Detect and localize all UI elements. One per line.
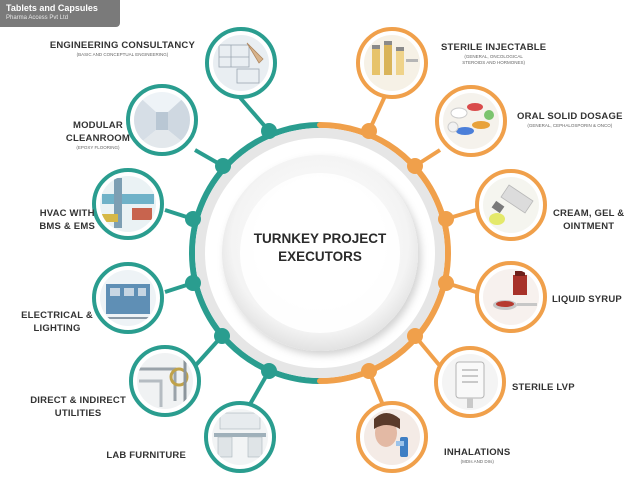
- inhaler-icon: [356, 401, 428, 473]
- label-modular-cleanroom: MODULAR CLEANROOM (EPOXY FLOORING): [66, 106, 130, 164]
- left-nodes: [185, 123, 277, 379]
- label-hvac: HVAC WITH BMS & EMS: [39, 194, 95, 233]
- label-sub: (BASIC AND CONCEPTUAL ENGINEERING): [76, 52, 169, 57]
- label-lab-furniture: LAB FURNITURE: [106, 449, 186, 462]
- label-oral-solid-dosage: ORAL SOLID DOSAGE (GENERAL, CEPHALOSPORI…: [517, 110, 623, 129]
- header-badge: Tablets and Capsules Pharma Access Pvt L…: [0, 0, 120, 27]
- label-electrical: ELECTRICAL & LIGHTING: [21, 296, 93, 335]
- label-text: MODULAR CLEANROOM: [65, 120, 130, 144]
- label-text: CREAM, GEL & OINTMENT: [553, 208, 625, 232]
- header-subtitle: Pharma Access Pvt Ltd: [6, 15, 69, 21]
- iv-bag-icon: [434, 346, 506, 418]
- electrical-panel-icon: [92, 262, 164, 334]
- center-title-line1: TURNKEY PROJECT: [253, 231, 387, 246]
- label-text: ELECTRICAL & LIGHTING: [21, 310, 93, 334]
- syrup-spoon-icon: [475, 261, 547, 333]
- tablets-capsules-icon: [435, 85, 507, 157]
- teal-arc: [189, 122, 323, 384]
- label-sub: (EPOXY FLOORING): [76, 145, 120, 150]
- label-inhalations: INHALATIONS (MDIs AND DIIs): [444, 446, 510, 465]
- label-text: LAB FURNITURE: [106, 450, 186, 461]
- label-text: STERILE INJECTABLE: [441, 42, 547, 53]
- label-utilities: DIRECT & INDIRECT UTILITIES: [30, 381, 126, 420]
- ointment-tube-icon: [475, 169, 547, 241]
- injectable-vials-icon: [356, 27, 428, 99]
- blueprint-drawing-icon: [205, 27, 277, 99]
- label-text: STERILE LVP: [512, 382, 575, 393]
- right-nodes: [361, 123, 454, 379]
- hvac-duct-icon: [92, 168, 164, 240]
- label-sterile-lvp: STERILE LVP: [512, 381, 575, 394]
- lab-furniture-icon: [204, 401, 276, 473]
- label-text: INHALATIONS: [444, 447, 511, 458]
- label-sub: (GENERAL, ONCOLOGICAL STEROIDS AND HORMO…: [462, 54, 526, 65]
- label-engineering-consultancy: ENGINEERING CONSULTANCY (BASIC AND CONCE…: [50, 39, 195, 58]
- label-liquid-syrup: LIQUID SYRUP: [552, 293, 622, 306]
- label-text: DIRECT & INDIRECT UTILITIES: [30, 395, 126, 419]
- center-title: TURNKEY PROJECT EXECUTORS: [230, 230, 410, 266]
- label-cream-gel-ointment: CREAM, GEL & OINTMENT: [553, 194, 624, 233]
- label-sub: (GENERAL, CEPHALOSPORIN & ONCO): [527, 123, 613, 128]
- label-text: ORAL SOLID DOSAGE: [517, 111, 623, 122]
- label-text: ENGINEERING CONSULTANCY: [49, 40, 195, 51]
- label-sub: (MDIs AND DIIs): [460, 459, 494, 464]
- utilities-piping-icon: [129, 345, 201, 417]
- header-title: Tablets and Capsules: [6, 3, 98, 13]
- label-text: LIQUID SYRUP: [552, 294, 622, 305]
- label-text: HVAC WITH BMS & EMS: [39, 208, 95, 232]
- orange-arc: [317, 122, 451, 384]
- label-sterile-injectable: STERILE INJECTABLE (GENERAL, ONCOLOGICAL…: [441, 41, 546, 66]
- inner-ring: [195, 128, 445, 378]
- center-title-line2: EXECUTORS: [278, 249, 362, 264]
- cleanroom-corridor-icon: [126, 84, 198, 156]
